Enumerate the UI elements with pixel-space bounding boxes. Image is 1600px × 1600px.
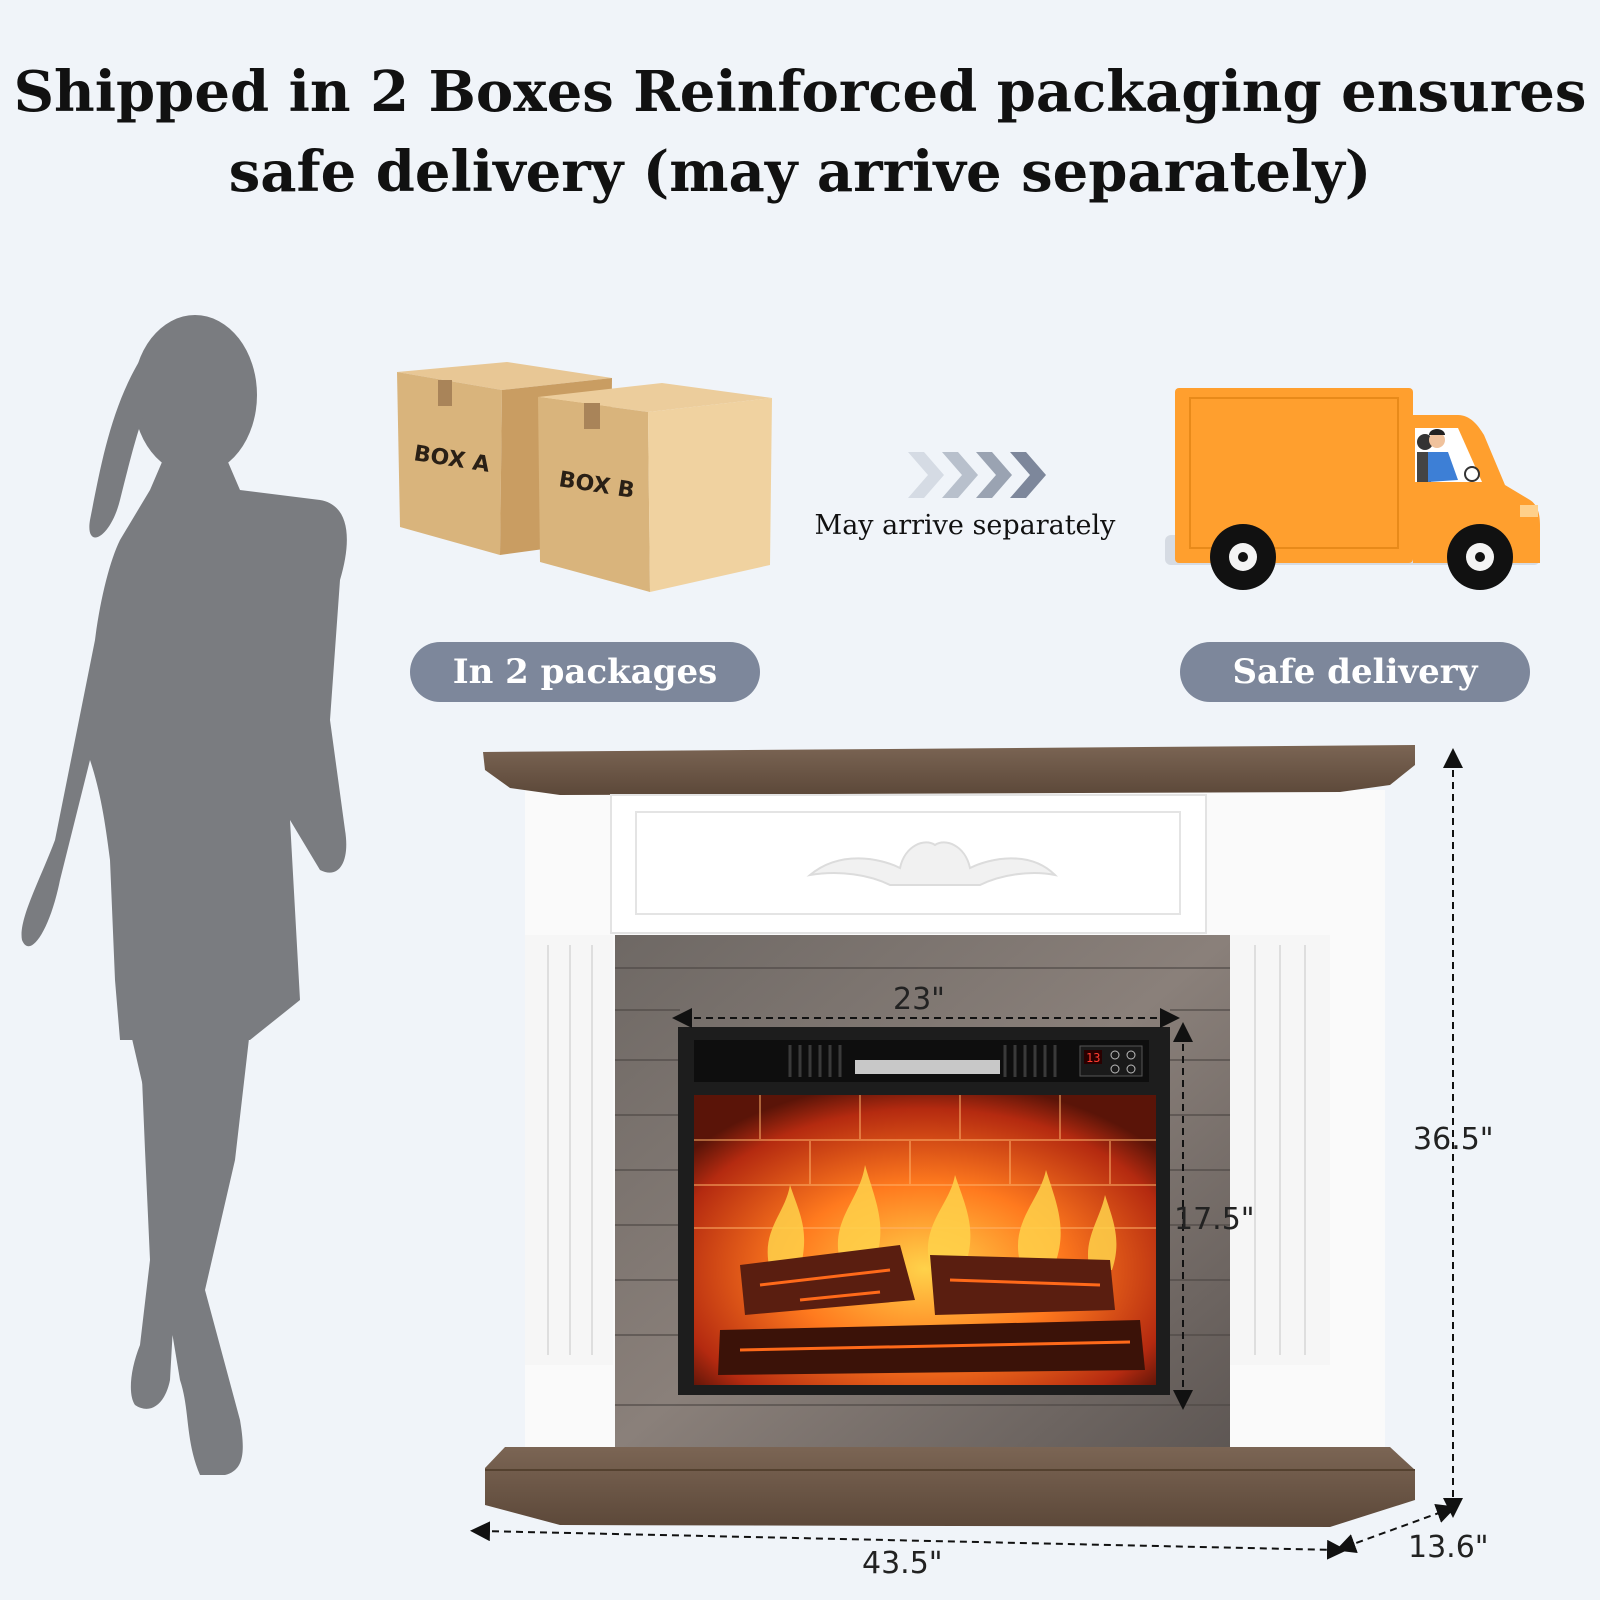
title-line-2: safe delivery (may arrive separately) — [228, 139, 1372, 205]
dimension-lines — [470, 748, 1463, 1560]
woman-silhouette-icon — [21, 315, 347, 1475]
arrive-separately-caption: May arrive separately — [814, 510, 1116, 541]
depth-label: 13.6" — [1408, 1530, 1489, 1565]
cardboard-box-icon — [538, 383, 772, 592]
width-dimension-43-5 — [470, 1521, 1347, 1560]
chevron-arrows-icon — [908, 452, 1046, 498]
page-title: Shipped in 2 Boxes Reinforced packaging … — [0, 52, 1600, 212]
total-width-label: 43.5" — [862, 1546, 943, 1581]
display-readout: 13 — [1086, 1051, 1100, 1065]
packages-pill: In 2 packages — [410, 642, 760, 702]
electric-fireplace-insert: 13 — [678, 1027, 1170, 1395]
delivery-pill: Safe delivery — [1180, 642, 1530, 702]
insert-height-label: 17.5" — [1174, 1202, 1255, 1237]
title-line-1: Shipped in 2 Boxes Reinforced packaging … — [13, 59, 1587, 125]
delivery-truck-icon — [1165, 388, 1540, 590]
logs-icon — [718, 1245, 1145, 1375]
depth-dimension-13-6 — [1335, 1504, 1457, 1553]
total-height-label: 36.5" — [1413, 1122, 1494, 1157]
flame-icon — [767, 1165, 1117, 1270]
insert-width-label: 23" — [893, 982, 945, 1017]
